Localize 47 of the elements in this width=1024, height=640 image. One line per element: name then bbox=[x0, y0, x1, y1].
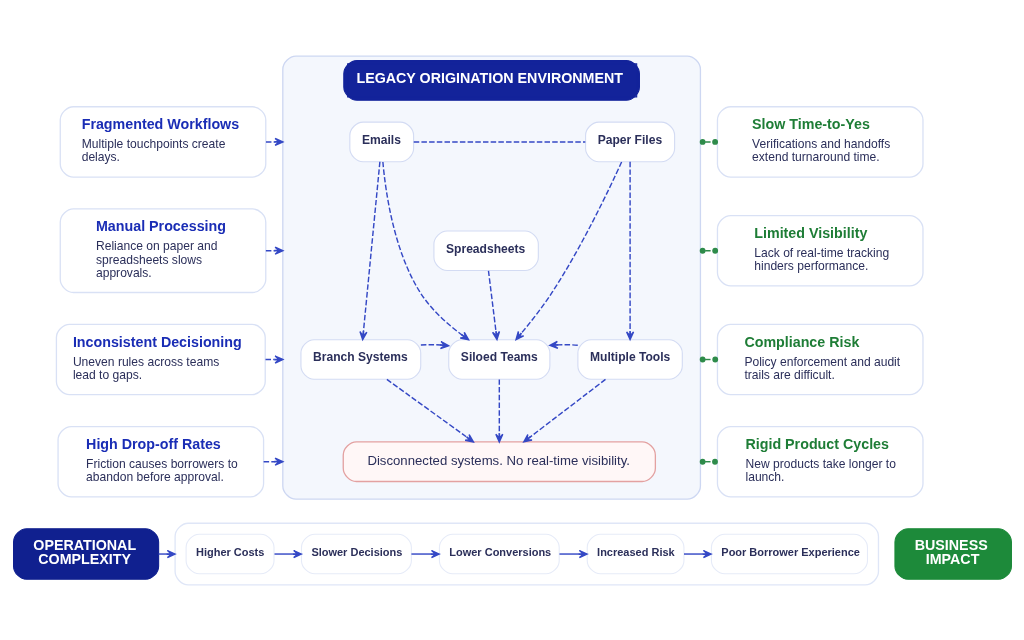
node-box: Limited Visibility Lack of real-time tracking hinders performance. bbox=[716, 214, 924, 287]
arrow bbox=[264, 246, 284, 255]
node-box: Fragmented Workflows Multiple touchpoints create delays. bbox=[59, 105, 266, 178]
arrow bbox=[522, 378, 606, 443]
node-box: Compliance Risk Policy enforcement and audit trails are difficult. bbox=[716, 323, 924, 395]
node-box: Higher Costs bbox=[185, 533, 275, 574]
node-box: OPERATIONAL COMPLEXITY bbox=[12, 527, 159, 580]
arrow bbox=[558, 549, 588, 558]
arrow bbox=[410, 549, 440, 558]
node-box: Rigid Product Cycles New products take longer to launch. bbox=[716, 425, 924, 498]
cluster bbox=[173, 522, 879, 585]
node-box: High Drop-off Rates Friction causes borrowers to abandon before approval. bbox=[56, 425, 264, 498]
arrow bbox=[264, 354, 284, 364]
arrow bbox=[494, 378, 503, 443]
node-box: Lower Conversions bbox=[438, 533, 560, 574]
node-box: Inconsistent Decisioning Uneven rules across teams lead to gaps. bbox=[55, 323, 266, 395]
node-box: Increased Risk bbox=[586, 533, 684, 574]
connector bbox=[699, 247, 718, 254]
arrow bbox=[381, 160, 469, 340]
arrow bbox=[487, 269, 500, 340]
arrow bbox=[157, 549, 176, 558]
arrow bbox=[419, 340, 449, 349]
node-box: Slow Time-to-Yes Verifications and handoffs extend turnaround time. bbox=[716, 105, 924, 178]
node-box: Disconnected systems. No real-time visibility. bbox=[342, 440, 656, 482]
node-box: Paper Files bbox=[584, 121, 675, 162]
arrow bbox=[625, 160, 634, 340]
arrow bbox=[682, 549, 712, 558]
arrow bbox=[548, 340, 578, 349]
arrow bbox=[385, 378, 474, 443]
node-box: Manual Processing Reliance on paper and spreadsheets slows approvals. bbox=[59, 207, 266, 293]
arrow bbox=[262, 457, 284, 466]
node-box: Branch Systems bbox=[299, 338, 421, 380]
node-box: Poor Borrower Experience bbox=[710, 533, 868, 574]
connector bbox=[699, 356, 718, 362]
node-box: Multiple Tools bbox=[576, 338, 683, 380]
node-box: Spreadsheets bbox=[432, 229, 539, 271]
connector bbox=[699, 138, 718, 145]
node-box: BUSINESS IMPACT bbox=[893, 527, 1012, 580]
node-box: Siloed Teams bbox=[447, 338, 550, 380]
arrow bbox=[514, 160, 622, 340]
connector bbox=[699, 458, 718, 465]
node-box: Slower Decisions bbox=[300, 533, 412, 574]
arrow bbox=[273, 549, 302, 558]
arrow bbox=[264, 137, 284, 146]
node-box: Emails bbox=[348, 121, 414, 162]
connector bbox=[412, 140, 586, 143]
arrow bbox=[358, 160, 381, 340]
